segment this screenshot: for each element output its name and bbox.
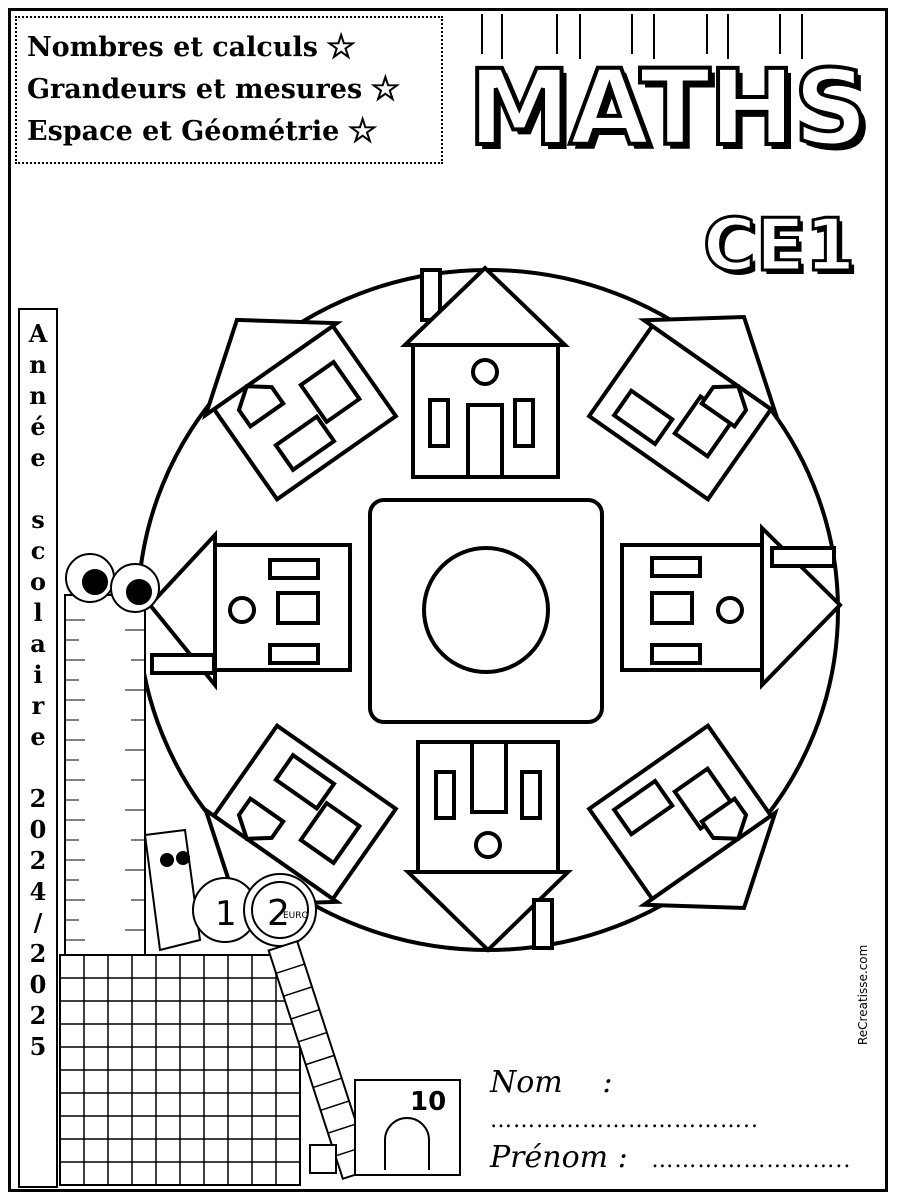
year-digit: 2 [29, 1001, 47, 1030]
page-frame [8, 8, 888, 1192]
year-letter: é [30, 412, 46, 441]
bank-note-icon: 10 [354, 1079, 461, 1176]
year-letter: a [30, 629, 46, 658]
hanging-strings [481, 14, 803, 59]
house-top [400, 265, 570, 479]
house-left [147, 529, 352, 691]
school-year-box: A n n é e s c o l a i r e 2 0 2 4 / 2 0 … [18, 308, 58, 1188]
year-digit: 4 [29, 877, 47, 906]
subject-label: Espace et Géométrie [27, 115, 340, 147]
year-letter: r [31, 691, 45, 720]
year-letter: l [33, 598, 43, 627]
svg-text:1: 1 [215, 894, 237, 934]
house-bottom-right [586, 722, 779, 911]
firstname-separator: : [617, 1140, 628, 1175]
house-mandala [136, 265, 843, 953]
house-right [620, 523, 843, 690]
year-letter: c [30, 536, 46, 565]
firstname-label: Prénom [490, 1140, 609, 1175]
name-dots[interactable]: …………………………….. [490, 1108, 759, 1133]
year-letter: A [28, 319, 48, 348]
year-letter: n [29, 381, 47, 410]
coin-1-icon: 1 [192, 877, 258, 943]
house-top-left [202, 317, 399, 503]
name-separator: : [602, 1065, 613, 1100]
year-digit: 0 [29, 970, 47, 999]
year-letter: e [30, 722, 46, 751]
subject-measures: Grandeurs et mesures ☆ [27, 68, 431, 110]
year-digit: 5 [29, 1032, 47, 1061]
unit-cube-icon [309, 1144, 337, 1174]
year-letter: i [33, 660, 43, 689]
year-digit: 2 [29, 939, 47, 968]
firstname-dots[interactable]: …………………….. [651, 1148, 852, 1173]
base-ten-block-icon [59, 954, 301, 1186]
subject-label: Grandeurs et mesures [27, 73, 363, 105]
year-digit: 2 [29, 784, 47, 813]
house-top-right [586, 314, 779, 503]
year-letter: o [29, 567, 46, 596]
year-letter: e [30, 443, 46, 472]
center-circle [422, 546, 550, 674]
subject-geometry: Espace et Géométrie ☆ [27, 110, 431, 152]
year-digit: 2 [29, 846, 47, 875]
year-letter: s [31, 505, 45, 534]
page-title: MATHS [466, 47, 871, 169]
cube-character-icon [143, 828, 202, 952]
svg-text:10: 10 [410, 1087, 446, 1117]
year-letter: n [29, 350, 47, 379]
coin-2-icon: 2 EURO [243, 873, 317, 947]
svg-text:2: 2 [267, 893, 290, 934]
name-field[interactable]: Nom : …………………………….. [490, 1065, 890, 1135]
star-icon[interactable]: ☆ [347, 111, 378, 151]
firstname-field[interactable]: Prénom : …………………….. [490, 1140, 890, 1175]
eyes-icon [65, 553, 160, 613]
name-label: Nom [490, 1065, 563, 1100]
star-icon[interactable]: ☆ [325, 27, 357, 67]
year-digit: 0 [29, 815, 47, 844]
subjects-box: Nombres et calculs ☆ Grandeurs et mesure… [15, 16, 443, 164]
subject-numbers: Nombres et calculs ☆ [27, 26, 431, 68]
svg-text:EURO: EURO [283, 911, 309, 921]
site-credit: ReCreatisse.com [856, 944, 870, 1045]
house-bottom [403, 740, 573, 953]
ruler-icon [64, 594, 146, 956]
level-title: CE1 [701, 203, 856, 287]
year-digit: / [33, 908, 43, 937]
star-icon[interactable]: ☆ [370, 69, 401, 109]
math-items-illustration: 1 2 EURO 10 [59, 553, 461, 1186]
subject-label: Nombres et calculs [27, 31, 318, 63]
